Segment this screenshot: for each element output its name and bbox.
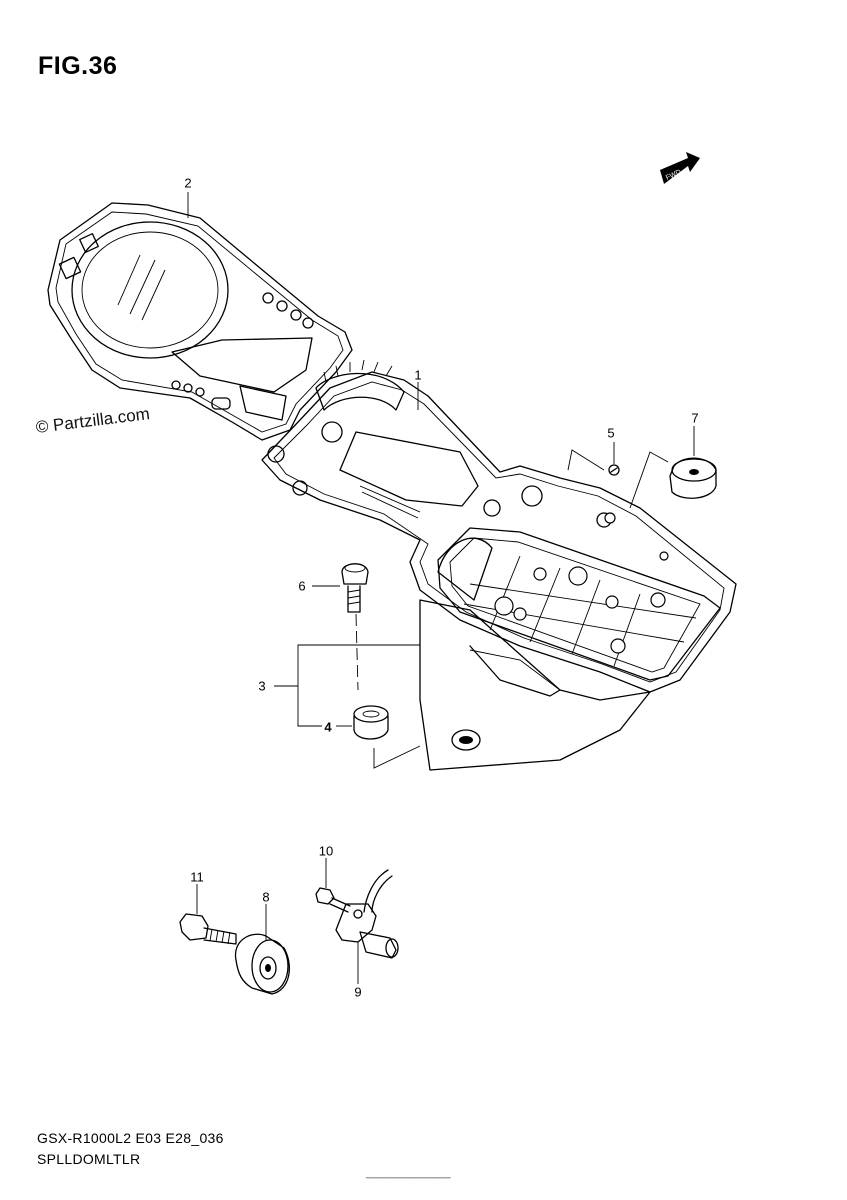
section-name: SPLLDOMLTLR xyxy=(37,1151,141,1167)
callout-7: 7 xyxy=(691,410,699,426)
figure-title: FIG.36 xyxy=(38,52,118,80)
callout-8: 8 xyxy=(262,889,270,905)
callout-6: 6 xyxy=(298,578,306,594)
speedometer-assembly-part-1 xyxy=(261,359,737,771)
callout-2: 2 xyxy=(184,175,192,191)
rotor-part-8 xyxy=(234,933,290,995)
callout-4: 4 xyxy=(324,719,332,735)
callout-3: 3 xyxy=(258,678,266,694)
fwd-arrow-icon: FWD xyxy=(660,152,700,184)
leader-lines xyxy=(187,192,695,984)
callout-1: 1 xyxy=(414,367,422,383)
screw-part-6 xyxy=(341,563,369,613)
bolt-part-11 xyxy=(179,913,237,945)
speed-sensor-part-9 xyxy=(335,869,399,959)
screw-part-5 xyxy=(608,464,620,476)
model-code: GSX-R1000L2 E03 E28_036 xyxy=(37,1130,224,1146)
cushion-part-7 xyxy=(669,457,717,499)
meter-cover-part-2 xyxy=(47,202,353,441)
copyright-fine-print: ▁▁▁▁▁▁▁▁▁▁▁▁▁▁▁▁▁▁▁▁▁▁ xyxy=(366,1173,451,1179)
grommet-part-4 xyxy=(353,705,389,740)
bolt-part-10 xyxy=(315,887,351,913)
callout-10: 10 xyxy=(318,843,334,859)
callout-11: 11 xyxy=(190,869,204,885)
callout-5: 5 xyxy=(607,425,615,441)
callout-9: 9 xyxy=(354,984,362,1000)
